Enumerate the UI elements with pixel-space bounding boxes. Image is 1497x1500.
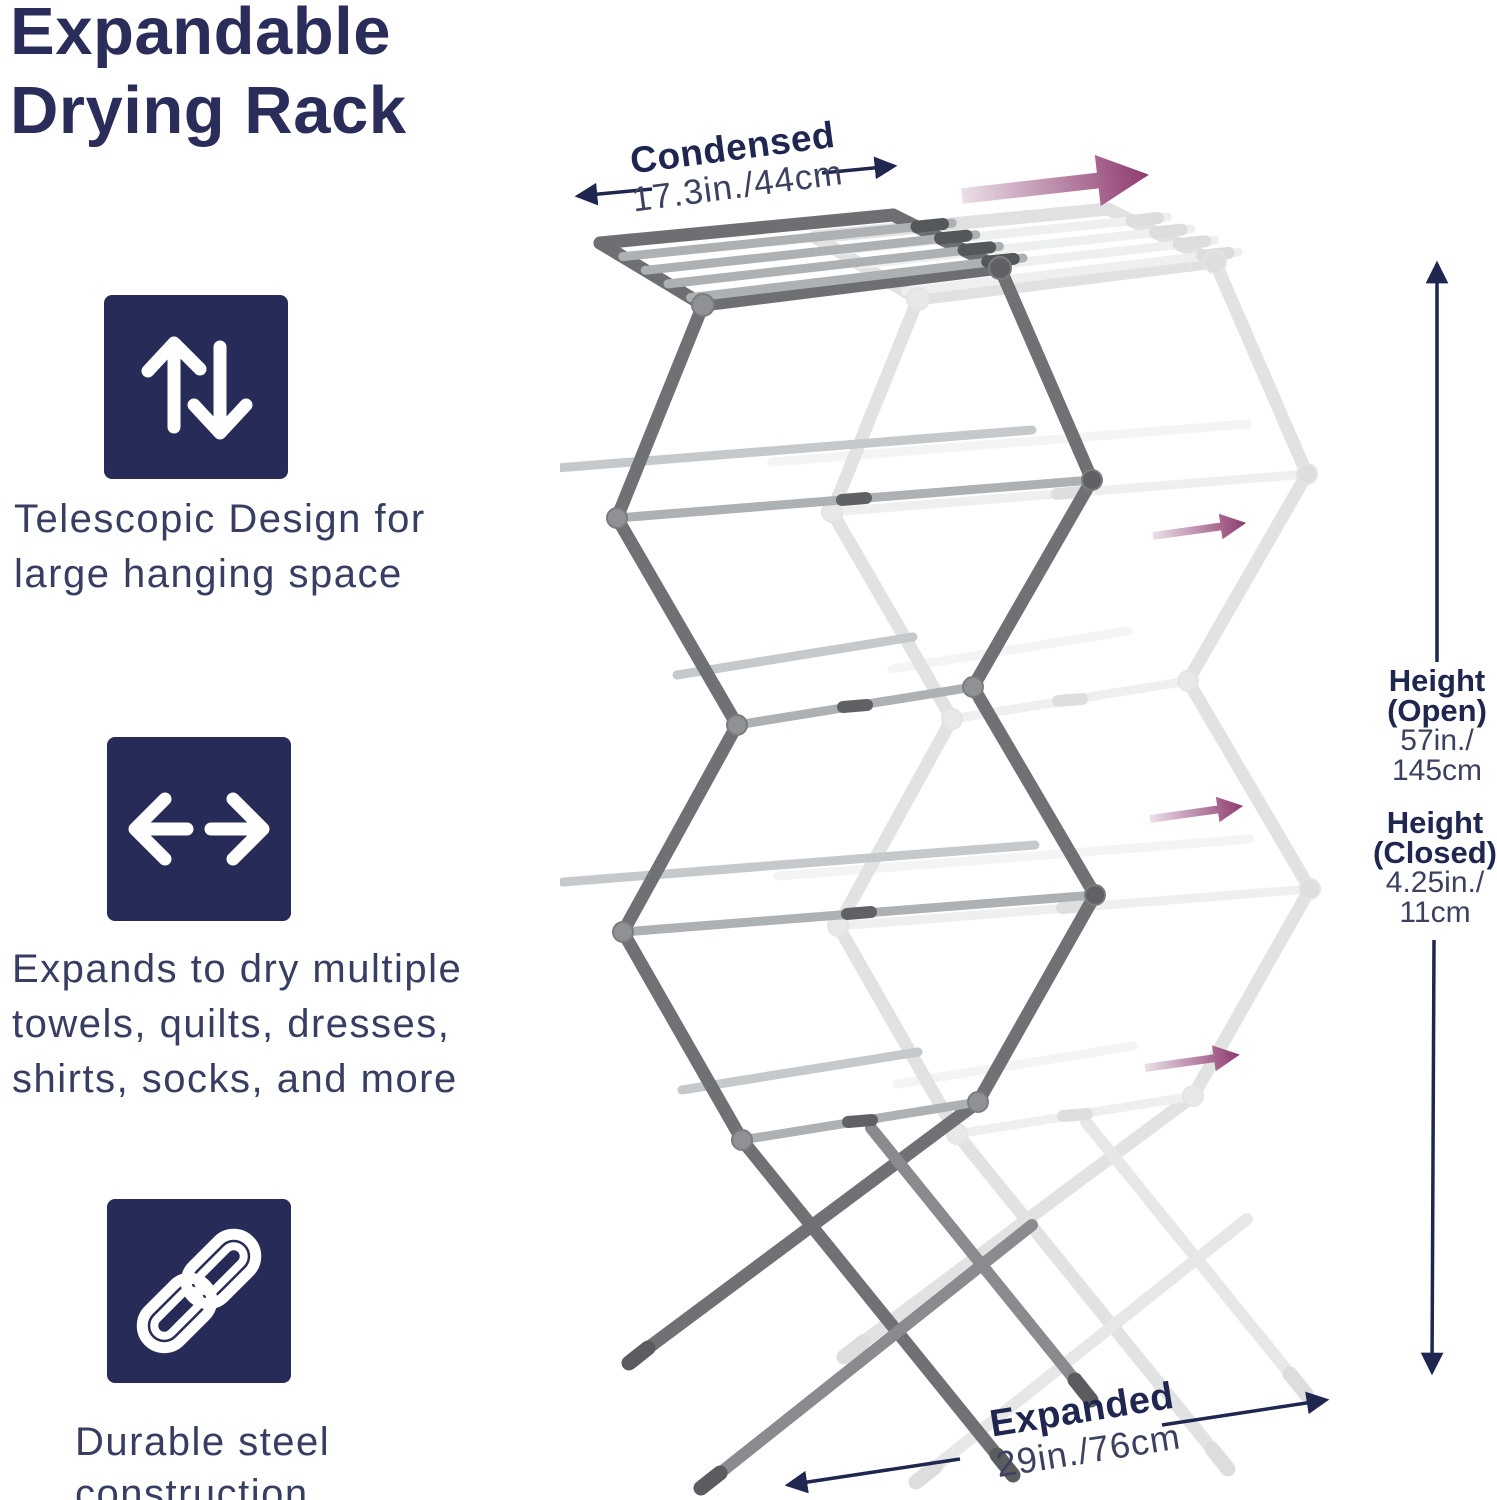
feature-line: Expands to dry multiple (12, 947, 463, 991)
vertical-expand-arrows-icon (104, 295, 288, 479)
feature-line: construction (75, 1472, 309, 1500)
condensed-arrow-right (821, 156, 898, 180)
page-title-line1: Expandable (10, 0, 392, 69)
height-closed-label: Height (Closed) 4.25in./ 11cm (1340, 805, 1497, 929)
height-open-title: Height (1388, 663, 1486, 698)
height-closed-title: Height (1386, 805, 1484, 840)
height-open-paren: (Open) (1387, 693, 1487, 728)
expand-arrow-icon (1148, 793, 1245, 832)
feature-line: Telescopic Design for (14, 497, 426, 541)
chain-link-icon (107, 1199, 291, 1383)
feature-line: large hanging space (14, 552, 403, 596)
feature-text-durable: Durable steel construction (75, 1416, 330, 1500)
feature-line: shirts, socks, and more (12, 1057, 458, 1101)
height-open-label: Height (Open) 57in./ 145cm (1352, 663, 1497, 787)
height-open-value1: 57in./ (1400, 724, 1474, 757)
drying-rack-illustration (560, 150, 1449, 1500)
height-closed-value2: 11cm (1399, 896, 1471, 929)
feature-text-telescopic: Telescopic Design for large hanging spac… (14, 492, 426, 602)
height-closed-value1: 4.25in./ (1385, 866, 1485, 899)
condensed-rack (560, 215, 1105, 1488)
chain-glyph (136, 1228, 262, 1354)
condensed-arrow-left (574, 182, 653, 206)
horizontal-expand-arrows-icon (107, 737, 291, 921)
page-title: Expandable Drying Rack (10, 0, 570, 150)
vertical-arrows-glyph (141, 336, 253, 440)
feature-line: towels, quilts, dresses, (12, 1002, 451, 1046)
horizontal-arrows-glyph (128, 792, 270, 866)
height-open-value2: 145cm (1391, 754, 1483, 787)
page-title-line2: Drying Rack (10, 73, 407, 148)
feature-text-expands: Expands to dry multiple towels, quilts, … (12, 942, 462, 1107)
height-closed-paren: (Closed) (1373, 835, 1497, 870)
dimension-lines (574, 156, 1449, 1494)
ghost-expanded-rack (772, 209, 1320, 1482)
height-arrow-down (1420, 939, 1444, 1376)
expanded-arrow-left (784, 1457, 961, 1494)
expand-arrow-icon (1151, 510, 1248, 549)
feature-line: Durable steel (75, 1420, 331, 1464)
expanded-arrow-right (1161, 1391, 1330, 1427)
